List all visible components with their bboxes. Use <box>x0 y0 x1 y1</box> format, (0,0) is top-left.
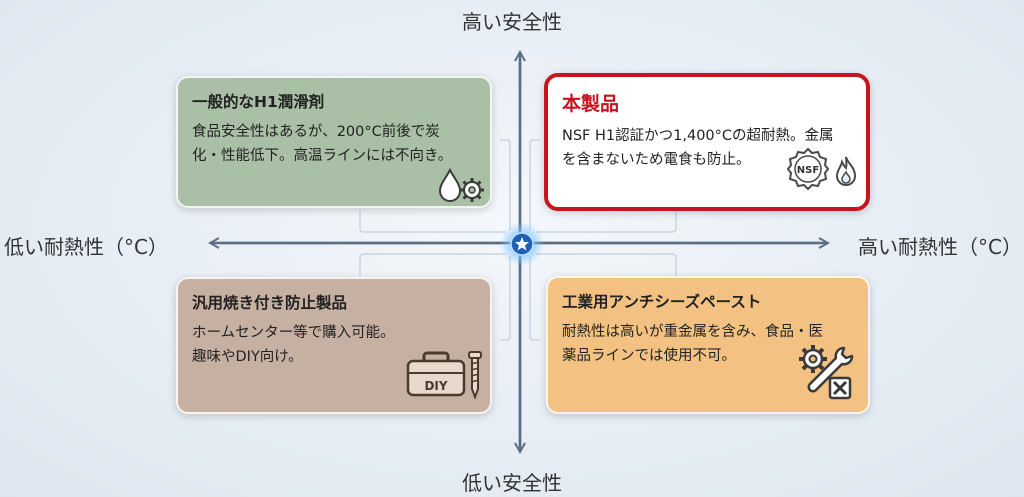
quadrant-card-industrial-anti-seize: 工業用アンチシーズペースト 耐熱性は高いが重金属を含み、食品・医 薬品ラインでは… <box>546 276 870 414</box>
axis-label-right: 高い耐熱性（°C） <box>858 235 1022 259</box>
center-star-icon <box>500 222 544 266</box>
guide-lines <box>359 139 677 341</box>
card-body-line: を含まないため電食も防止。 <box>562 152 751 168</box>
card-body-line: 薬品ラインでは使用不可。 <box>562 348 736 364</box>
card-body-line: 耐熱性は高いが重金属を含み、食品・医 <box>562 324 823 340</box>
gear-wrench-icon <box>799 345 854 400</box>
quadrant-card-general-h1: 一般的なH1潤滑剤 食品安全性はあるが、200°C前後で炭 化・性能低下。高温ラ… <box>176 76 492 208</box>
card-title: 工業用アンチシーズペースト <box>562 293 762 311</box>
droplet-gear-icon <box>438 167 484 202</box>
quadrant-card-generic-anti-seize: 汎用焼き付き防止製品 ホームセンター等で購入可能。 趣味やDIY向け。 DIY <box>176 277 492 414</box>
card-title: 汎用焼き付き防止製品 <box>192 294 348 312</box>
card-body-line: 食品安全性はあるが、200°C前後で炭 <box>192 124 440 140</box>
axis-label-top: 高い安全性 <box>462 10 562 34</box>
axis-label-bottom: 低い安全性 <box>462 471 562 495</box>
toolbox-label: DIY <box>424 379 447 393</box>
flame-icon <box>835 156 857 186</box>
card-body-line: ホームセンター等で購入可能。 <box>192 325 395 341</box>
card-body-line: NSF H1認証かつ1,400°Cの超耐熱。金属 <box>562 128 834 144</box>
toolbox-icon: DIY <box>406 351 466 397</box>
card-title: 一般的なH1潤滑剤 <box>192 93 325 111</box>
nsf-badge-text: NSF <box>797 165 819 176</box>
card-body-line: 化・性能低下。高温ラインには不向き。 <box>192 148 453 164</box>
quadrant-card-this-product: 本製品 NSF H1認証かつ1,400°Cの超耐熱。金属 を含まないため電食も防… <box>544 73 870 211</box>
card-title: 本製品 <box>562 93 620 115</box>
card-body-line: 趣味やDIY向け。 <box>192 349 303 365</box>
screw-icon <box>468 351 482 399</box>
nsf-badge-icon: NSF <box>786 147 830 191</box>
axis-label-left: 低い耐熱性（°C） <box>4 235 168 259</box>
